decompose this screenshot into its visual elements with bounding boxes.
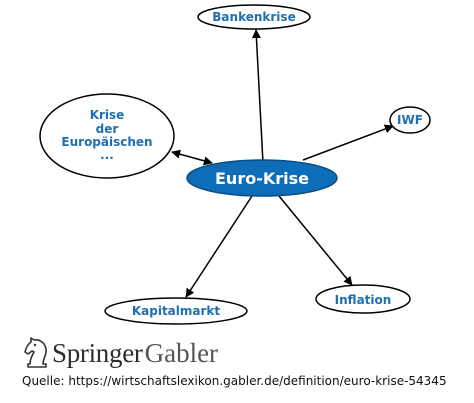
springer-gabler-logo: Springer Gabler: [22, 336, 218, 370]
node-krise-europaeischen: Krise der Europäischen ...: [39, 93, 175, 179]
node-iwf-label: IWF: [397, 113, 423, 127]
source-citation: Quelle: https://wirtschaftslexikon.gable…: [22, 374, 447, 388]
edge-to-inflation: [278, 195, 353, 286]
node-krise-line-1: Krise: [90, 108, 125, 122]
edge-to-bankenkrise: [251, 29, 264, 164]
node-krise-line-2: der: [96, 122, 119, 136]
node-bankenkrise: Bankenkrise: [197, 4, 311, 30]
brand-springer: Springer: [52, 337, 143, 368]
node-krise-line-3: Europäischen: [61, 135, 152, 149]
node-krise-line-4: ...: [100, 148, 114, 162]
node-euro-krise-label: Euro-Krise: [215, 169, 309, 188]
node-inflation: Inflation: [315, 284, 411, 314]
node-inflation-label: Inflation: [335, 293, 392, 307]
node-kapitalmarkt: Kapitalmarkt: [104, 297, 248, 325]
edge-to-iwf: [302, 124, 394, 161]
chess-knight-icon: [24, 337, 47, 368]
node-iwf: IWF: [389, 106, 431, 134]
brand-gabler: Gabler: [144, 337, 219, 368]
edge-to-kapitalmarkt: [185, 195, 253, 298]
node-kapitalmarkt-label: Kapitalmarkt: [132, 304, 221, 318]
edge-to-krise-europaeischen: [171, 149, 213, 166]
node-euro-krise: Euro-Krise: [186, 159, 338, 197]
concept-map: Bankenkrise IWF Krise der Europäischen .…: [39, 4, 431, 325]
node-bankenkrise-label: Bankenkrise: [212, 10, 295, 24]
